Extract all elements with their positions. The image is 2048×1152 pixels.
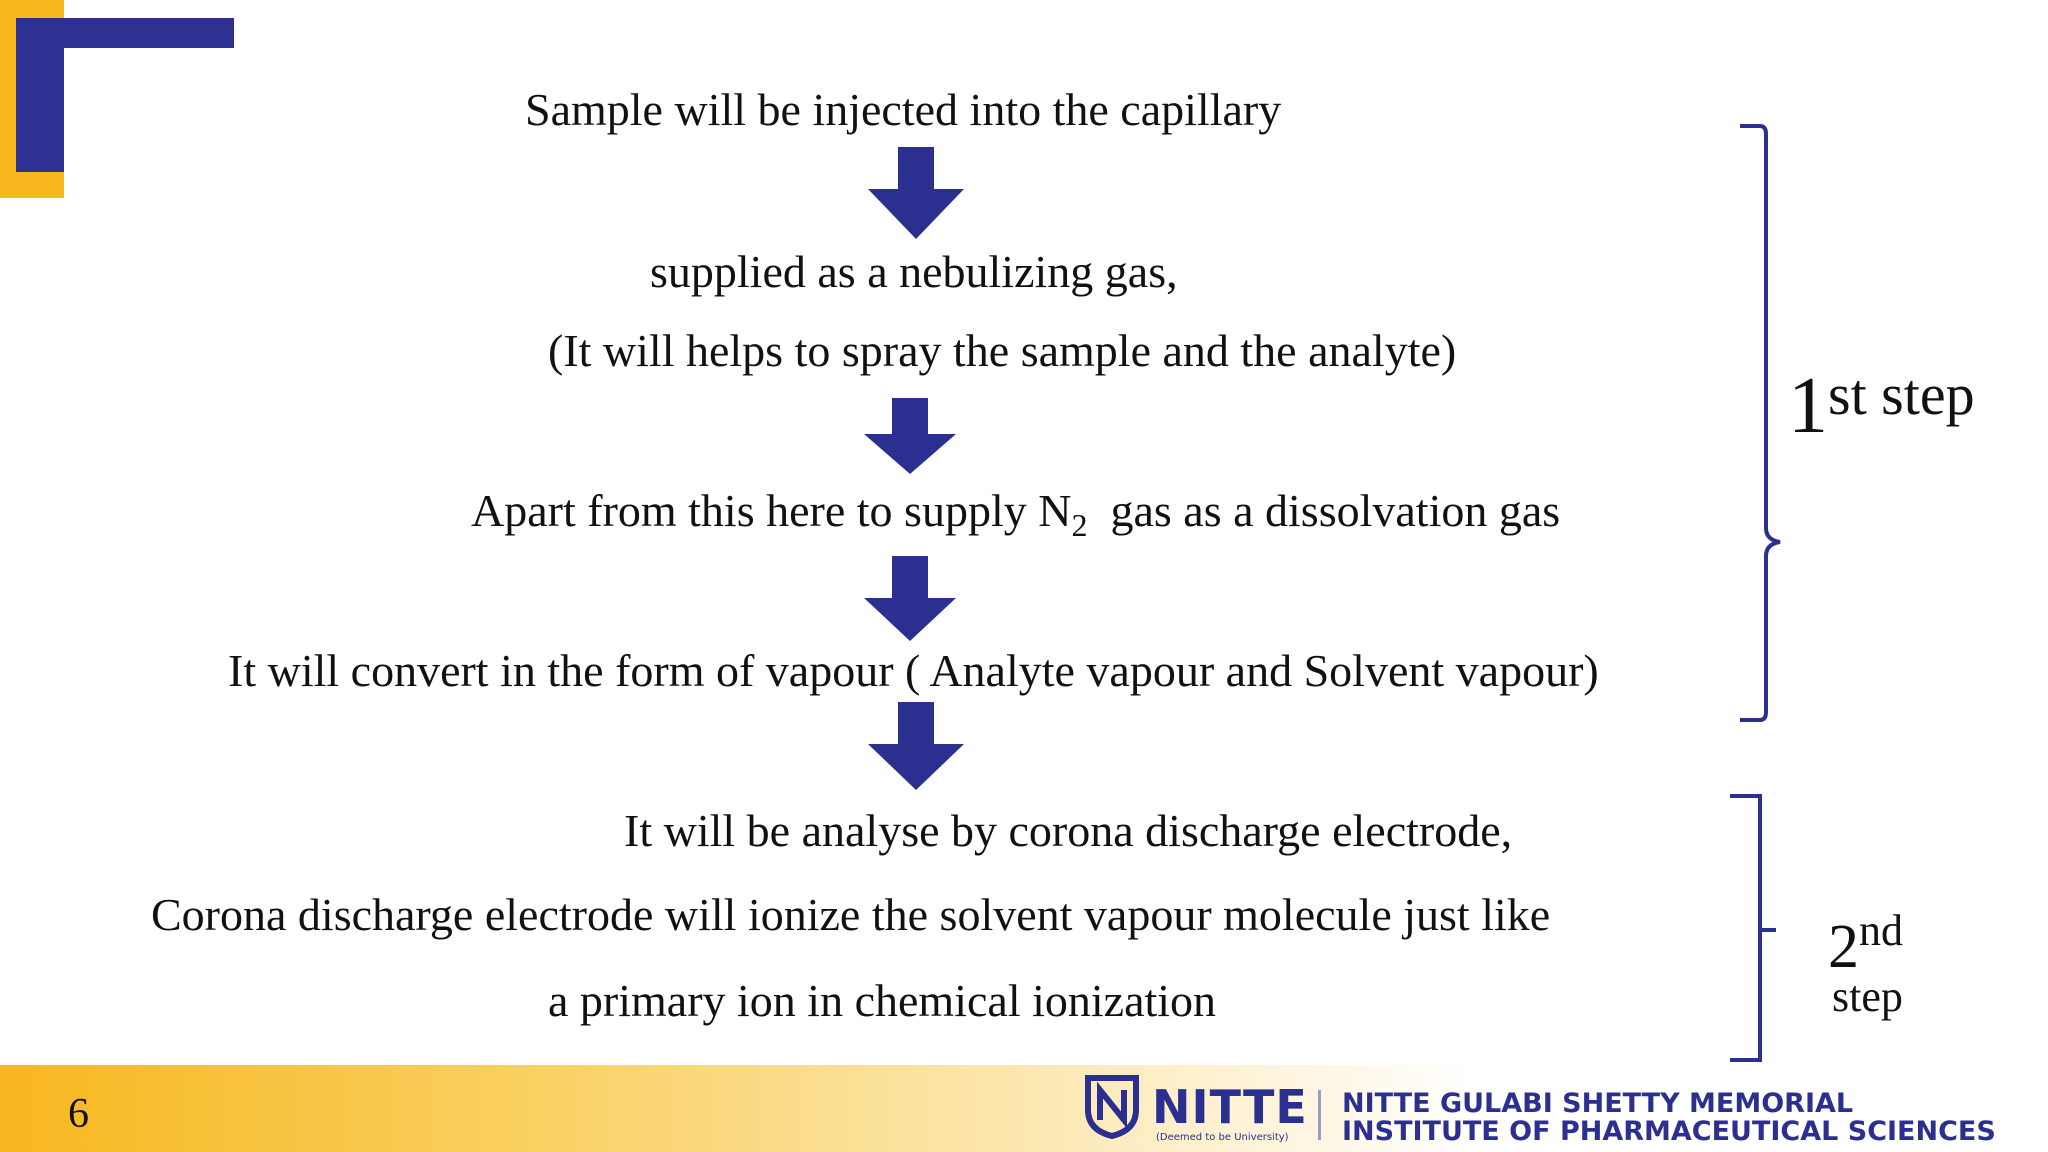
subscript-2: 2 xyxy=(1071,507,1088,544)
flow-step-primary-ion: a primary ion in chemical ionization xyxy=(548,975,1217,1026)
flow-step-corona-ionize: Corona discharge electrode will ionize t… xyxy=(151,889,1551,940)
step1-label: 1st step xyxy=(1788,350,1975,451)
down-arrow-icon xyxy=(868,702,964,790)
dissolvation-text-post: gas as a dissolvation gas xyxy=(1087,485,1561,536)
nitte-shield-logo xyxy=(1085,1075,1139,1140)
nitte-logo-tagline: (Deemed to be University) xyxy=(1156,1132,1289,1143)
step2-label: 2nd xyxy=(1828,900,1903,978)
institution-name-line2: INSTITUTE OF PHARMACEUTICAL SCIENCES xyxy=(1342,1116,1996,1147)
step2-number: 2 xyxy=(1828,913,1859,981)
footer-divider xyxy=(1318,1090,1321,1140)
page-number: 6 xyxy=(68,1091,89,1137)
flow-step-vapour: It will convert in the form of vapour ( … xyxy=(228,645,1599,696)
down-arrow-icon xyxy=(864,556,956,641)
institution-name-line1: NITTE GULABI SHETTY MEMORIAL xyxy=(1342,1088,1854,1119)
step2-bracket xyxy=(1730,794,1776,1062)
flow-step-nebulizing-gas: supplied as a nebulizing gas, xyxy=(650,246,1178,297)
step1-suffix: st step xyxy=(1828,362,1975,427)
step1-bracket xyxy=(1740,124,1781,722)
down-arrow-icon xyxy=(868,147,964,239)
flow-step-corona-analysis: It will be analyse by corona discharge e… xyxy=(624,805,1513,856)
step1-number: 1 xyxy=(1788,362,1828,450)
footer-bar xyxy=(0,1065,2048,1152)
step2-word: step xyxy=(1832,972,1903,1021)
step2-suffix: nd xyxy=(1859,906,1903,955)
nitte-logo-text: NITTE xyxy=(1152,1080,1308,1134)
flow-step-spray-note: (It will helps to spray the sample and t… xyxy=(548,325,1457,376)
corner-decoration xyxy=(0,0,234,198)
flow-step-dissolvation-gas: Apart from this here to supply N2 gas as… xyxy=(471,483,1560,553)
dissolvation-text-pre: Apart from this here to supply N xyxy=(471,485,1072,536)
flow-step-sample-injection: Sample will be injected into the capilla… xyxy=(525,84,1282,135)
down-arrow-icon xyxy=(864,398,956,474)
